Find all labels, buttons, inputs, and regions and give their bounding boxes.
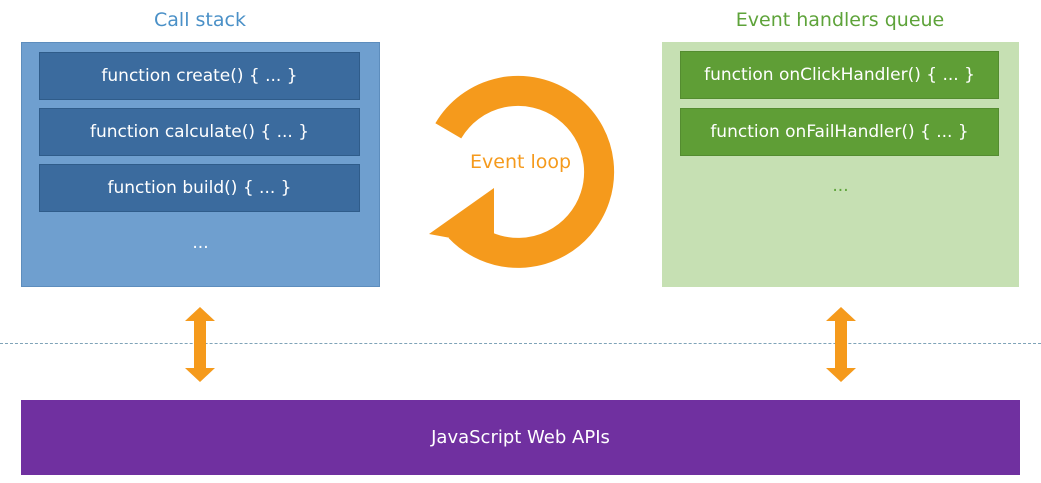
call-stack-ellipsis: ... — [192, 233, 209, 253]
call-stack-title: Call stack — [154, 9, 246, 31]
event-loop-arrowhead — [429, 188, 494, 246]
event-queue-item: function onFailHandler() { ... } — [680, 108, 999, 156]
call-stack-item: function calculate() { ... } — [39, 108, 360, 156]
call-stack-item: function build() { ... } — [39, 164, 360, 212]
dashed-divider — [0, 343, 1041, 344]
event-queue-ellipsis: ... — [832, 176, 849, 196]
event-queue-panel: function onClickHandler() { ... } functi… — [662, 42, 1019, 287]
call-stack-panel: function create() { ... } function calcu… — [21, 42, 380, 287]
web-apis-bar: JavaScript Web APIs — [21, 400, 1020, 475]
double-arrow-icon — [185, 307, 215, 382]
event-loop-label: Event loop — [470, 151, 572, 173]
event-loop-ring — [435, 75, 615, 268]
double-arrow-icon — [826, 307, 856, 382]
event-queue-title: Event handlers queue — [735, 9, 945, 31]
event-loop-cycle-icon — [429, 75, 615, 268]
event-queue-item: function onClickHandler() { ... } — [680, 51, 999, 99]
web-apis-label: JavaScript Web APIs — [431, 427, 610, 448]
call-stack-item: function create() { ... } — [39, 52, 360, 100]
